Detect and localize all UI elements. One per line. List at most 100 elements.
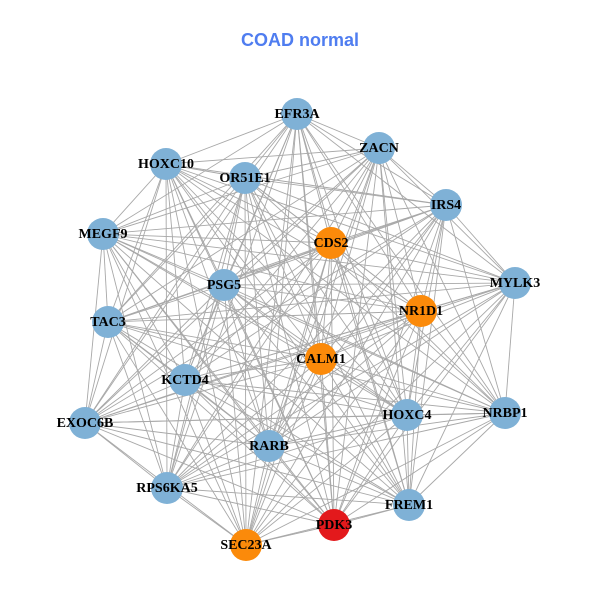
edge-IRS4-MYLK3: [445, 204, 516, 284]
node-circle[interactable]: [69, 407, 101, 439]
edge-HOXC4-RPS6KA5: [166, 414, 408, 489]
node-kctd4[interactable]: KCTD4: [161, 364, 209, 396]
edge-TAC3-SEC23A: [107, 321, 247, 546]
node-rps6ka5[interactable]: RPS6KA5: [136, 472, 198, 504]
edge-HOXC10-IRS4: [165, 163, 447, 206]
node-exoc6b[interactable]: EXOC6B: [57, 407, 114, 439]
node-megf9[interactable]: MEGF9: [79, 218, 128, 250]
node-label: CALM1: [296, 352, 346, 367]
node-zacn[interactable]: ZACN: [359, 132, 399, 164]
edge-HOXC10-MYLK3: [165, 163, 516, 284]
node-circle[interactable]: [281, 98, 313, 130]
nodes-layer: EFR3AZACNHOXC10OR51E1IRS4CDS2MEGF9MYLK3P…: [57, 98, 541, 561]
edge-CDS2-MEGF9: [102, 233, 332, 244]
edge-HOXC4-SEC23A: [245, 414, 408, 546]
node-circle[interactable]: [169, 364, 201, 396]
node-label: KCTD4: [161, 373, 208, 388]
node-circle[interactable]: [87, 218, 119, 250]
edge-CDS2-MYLK3: [330, 242, 516, 284]
edge-HOXC4-NRBP1: [406, 412, 506, 416]
node-label: PDK3: [316, 518, 353, 533]
edge-TAC3-EXOC6B: [84, 321, 109, 424]
node-circle[interactable]: [489, 397, 521, 429]
edge-EFR3A-MEGF9: [102, 113, 298, 235]
edge-CDS2-HOXC4: [330, 242, 408, 416]
node-hoxc10[interactable]: HOXC10: [138, 148, 194, 180]
edge-NRBP1-RARB: [268, 412, 506, 447]
node-circle[interactable]: [230, 529, 262, 561]
node-circle[interactable]: [150, 148, 182, 180]
node-nr1d1[interactable]: NR1D1: [399, 295, 443, 327]
edge-ZACN-CALM1: [320, 147, 380, 360]
edge-IRS4-RARB: [268, 204, 447, 447]
edge-KCTD4-RARB: [184, 379, 270, 447]
node-psg5[interactable]: PSG5: [207, 269, 241, 301]
edge-OR51E1-PSG5: [223, 177, 246, 286]
node-circle[interactable]: [151, 472, 183, 504]
node-label: CDS2: [313, 236, 348, 251]
edge-IRS4-NR1D1: [420, 204, 447, 312]
edge-RPS6KA5-FREM1: [166, 487, 410, 506]
node-mylk3[interactable]: MYLK3: [490, 267, 541, 299]
node-irs4[interactable]: IRS4: [430, 189, 462, 221]
node-calm1[interactable]: CALM1: [296, 343, 346, 375]
node-circle[interactable]: [315, 227, 347, 259]
edge-IRS4-FREM1: [408, 204, 447, 506]
node-circle[interactable]: [229, 162, 261, 194]
edge-OR51E1-EXOC6B: [84, 177, 246, 424]
chart-title: COAD normal: [240, 30, 359, 50]
node-label: MYLK3: [490, 276, 541, 291]
edge-KCTD4-EXOC6B: [84, 379, 186, 424]
node-circle[interactable]: [391, 399, 423, 431]
node-or51e1[interactable]: OR51E1: [219, 162, 271, 194]
node-circle[interactable]: [393, 489, 425, 521]
edge-MEGF9-HOXC4: [102, 233, 408, 416]
edge-IRS4-MEGF9: [102, 204, 447, 235]
edge-ZACN-FREM1: [378, 147, 410, 506]
node-circle[interactable]: [363, 132, 395, 164]
edge-MYLK3-TAC3: [107, 282, 516, 323]
edge-ZACN-RPS6KA5: [166, 147, 380, 489]
node-circle[interactable]: [499, 267, 531, 299]
edge-NRBP1-RPS6KA5: [166, 412, 506, 489]
edge-HOXC10-HOXC4: [165, 163, 408, 416]
edge-CDS2-EXOC6B: [84, 242, 332, 424]
edge-PSG5-KCTD4: [184, 284, 225, 381]
edge-ZACN-CDS2: [330, 147, 380, 244]
node-hoxc4[interactable]: HOXC4: [383, 399, 432, 431]
edge-RARB-FREM1: [268, 445, 410, 506]
node-frem1[interactable]: FREM1: [385, 489, 433, 521]
node-pdk3[interactable]: PDK3: [316, 509, 353, 541]
node-label: EFR3A: [274, 107, 320, 122]
edge-MYLK3-PSG5: [223, 282, 516, 286]
edge-PSG5-SEC23A: [223, 284, 247, 546]
node-circle[interactable]: [92, 306, 124, 338]
edge-HOXC10-RARB: [165, 163, 270, 447]
edge-KCTD4-NRBP1: [184, 379, 506, 414]
node-cds2[interactable]: CDS2: [313, 227, 349, 259]
node-sec23a[interactable]: SEC23A: [220, 529, 273, 561]
edge-MYLK3-NRBP1: [504, 282, 516, 414]
node-label: PSG5: [207, 278, 241, 293]
node-circle[interactable]: [430, 189, 462, 221]
node-circle[interactable]: [405, 295, 437, 327]
edge-CALM1-NRBP1: [320, 358, 506, 414]
edge-HOXC10-RPS6KA5: [165, 163, 168, 489]
edge-EFR3A-CDS2: [296, 113, 332, 244]
node-circle[interactable]: [208, 269, 240, 301]
node-circle[interactable]: [305, 343, 337, 375]
node-rarb[interactable]: RARB: [249, 430, 289, 462]
edge-CDS2-PDK3: [330, 242, 335, 526]
edge-CDS2-NR1D1: [330, 242, 422, 312]
edge-MEGF9-NR1D1: [102, 233, 422, 312]
node-circle[interactable]: [253, 430, 285, 462]
node-circle[interactable]: [318, 509, 350, 541]
edge-TAC3-RPS6KA5: [107, 321, 168, 489]
edge-EFR3A-RPS6KA5: [166, 113, 298, 489]
node-nrbp1[interactable]: NRBP1: [482, 397, 528, 429]
edge-ZACN-TAC3: [107, 147, 380, 323]
node-tac3[interactable]: TAC3: [90, 306, 126, 338]
edge-MEGF9-FREM1: [102, 233, 410, 506]
edge-NR1D1-RPS6KA5: [166, 310, 422, 489]
node-efr3a[interactable]: EFR3A: [274, 98, 320, 130]
